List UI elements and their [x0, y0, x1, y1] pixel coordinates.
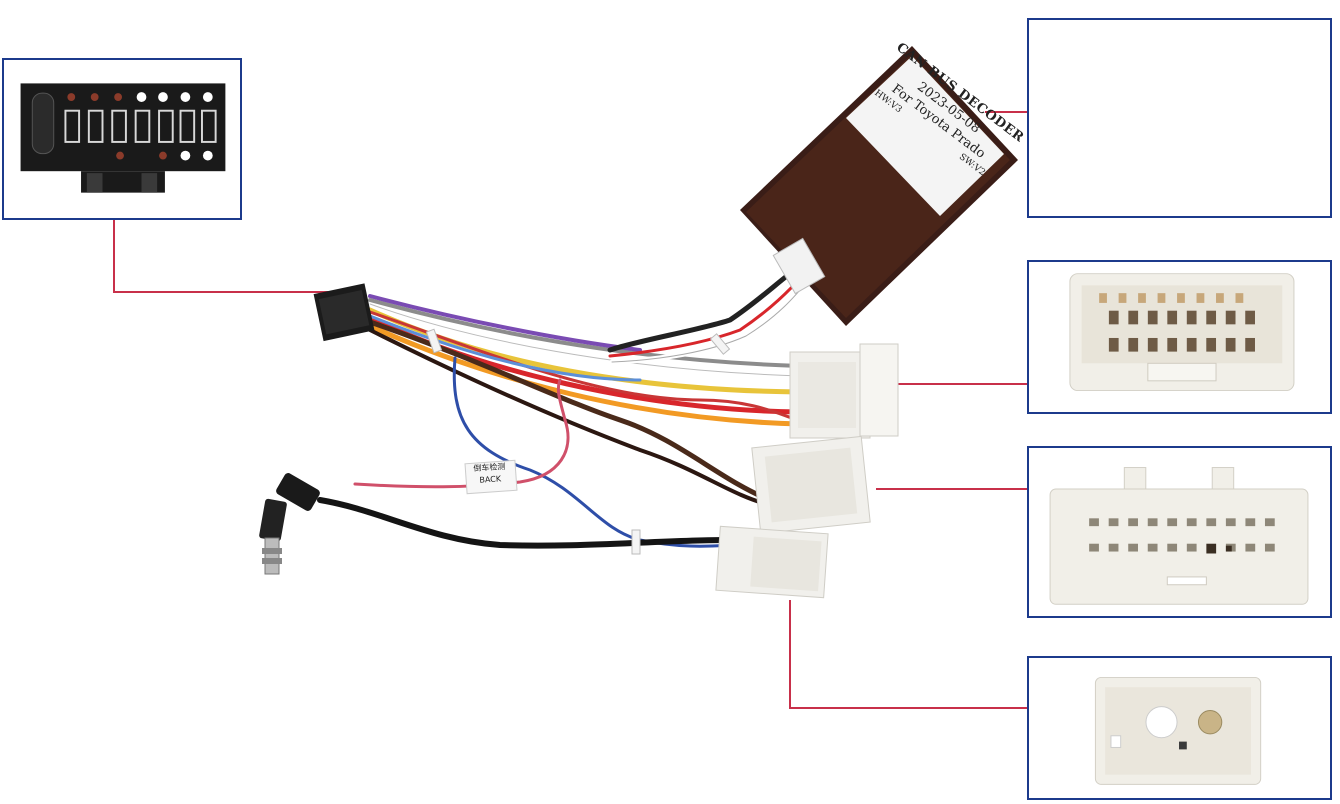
connector-3-closeup: [1094, 676, 1262, 785]
leader-connector-3: [789, 600, 1027, 709]
callout-decoder: [1027, 18, 1332, 218]
callout-iso-connector: [2, 58, 242, 220]
iso-plug: [313, 283, 375, 342]
connector-1-closeup: [1069, 273, 1295, 392]
leader-iso: [113, 220, 328, 293]
antenna-plug: [259, 473, 320, 575]
decoder-label: CAN BUS DECODER 2023-05-08 For Toyota Pr…: [833, 36, 1031, 225]
connector-third: [715, 525, 829, 599]
connector-second: [751, 435, 871, 535]
callout-connector-2: [1027, 446, 1332, 618]
connector-label-tag: [868, 352, 890, 432]
back-wire-tag: 倒车检测 BACK: [467, 460, 513, 491]
callout-connector-1: [1027, 260, 1332, 414]
callout-connector-3: [1027, 656, 1332, 800]
connector-2-closeup: [1049, 467, 1309, 605]
iso-connector-closeup: [20, 83, 226, 193]
